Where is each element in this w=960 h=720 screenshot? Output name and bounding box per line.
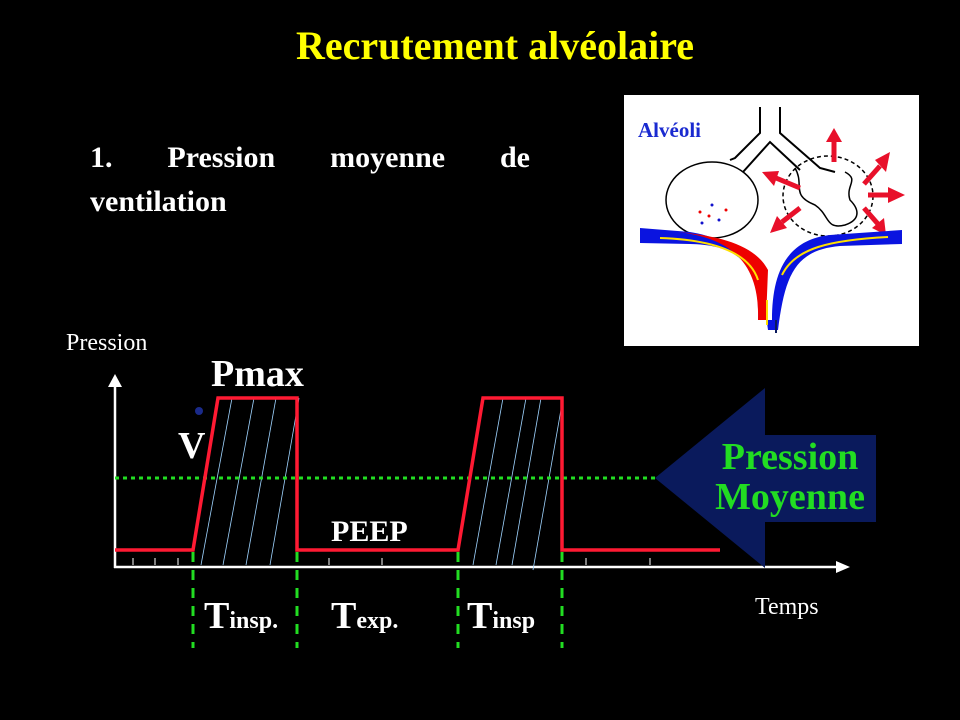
t-exp-label: Texp. <box>331 594 398 638</box>
point-number: 1. <box>90 141 113 174</box>
x-axis-label: Temps <box>755 594 819 620</box>
x-axis-ticks <box>132 558 651 565</box>
point-line2: ventilation <box>90 185 227 218</box>
point-word: de <box>499 141 530 174</box>
t-main: T <box>204 595 230 637</box>
t-sub: insp <box>492 608 536 634</box>
t-main: T <box>467 595 493 637</box>
t-sub: insp. <box>229 608 279 634</box>
phase-dividers <box>191 552 564 648</box>
point-word: Pression <box>167 141 276 174</box>
flow-dot-icon <box>195 407 203 415</box>
alveoli-label: Alvéoli <box>638 118 701 142</box>
t-insp-label-1: Tinsp. <box>204 594 278 638</box>
mean-pressure-label: Pression Moyenne <box>700 437 880 517</box>
y-axis-arrow-icon <box>108 374 122 387</box>
flow-label: V <box>178 425 206 467</box>
point-word: moyenne <box>330 141 446 174</box>
t-insp-label-2: Tinsp <box>467 594 535 638</box>
peep-label: PEEP <box>331 515 408 548</box>
mean-pressure-line2: Moyenne <box>715 476 865 518</box>
mean-pressure-line1: Pression <box>721 436 859 478</box>
x-axis-arrow-icon <box>836 561 850 573</box>
slide-title: Recrutement alvéolaire <box>296 23 694 68</box>
mean-pressure-arrow <box>655 388 876 568</box>
t-main: T <box>331 595 357 637</box>
t-sub: exp. <box>356 608 399 634</box>
bullet-point: 1. Pression moyenne de ventilation <box>90 136 530 224</box>
alveoli-figure <box>624 95 919 346</box>
y-axis-label: Pression <box>66 330 148 356</box>
pmax-label: Pmax <box>211 353 304 395</box>
hatch-lines <box>200 397 564 571</box>
pressure-waveform <box>115 396 720 552</box>
